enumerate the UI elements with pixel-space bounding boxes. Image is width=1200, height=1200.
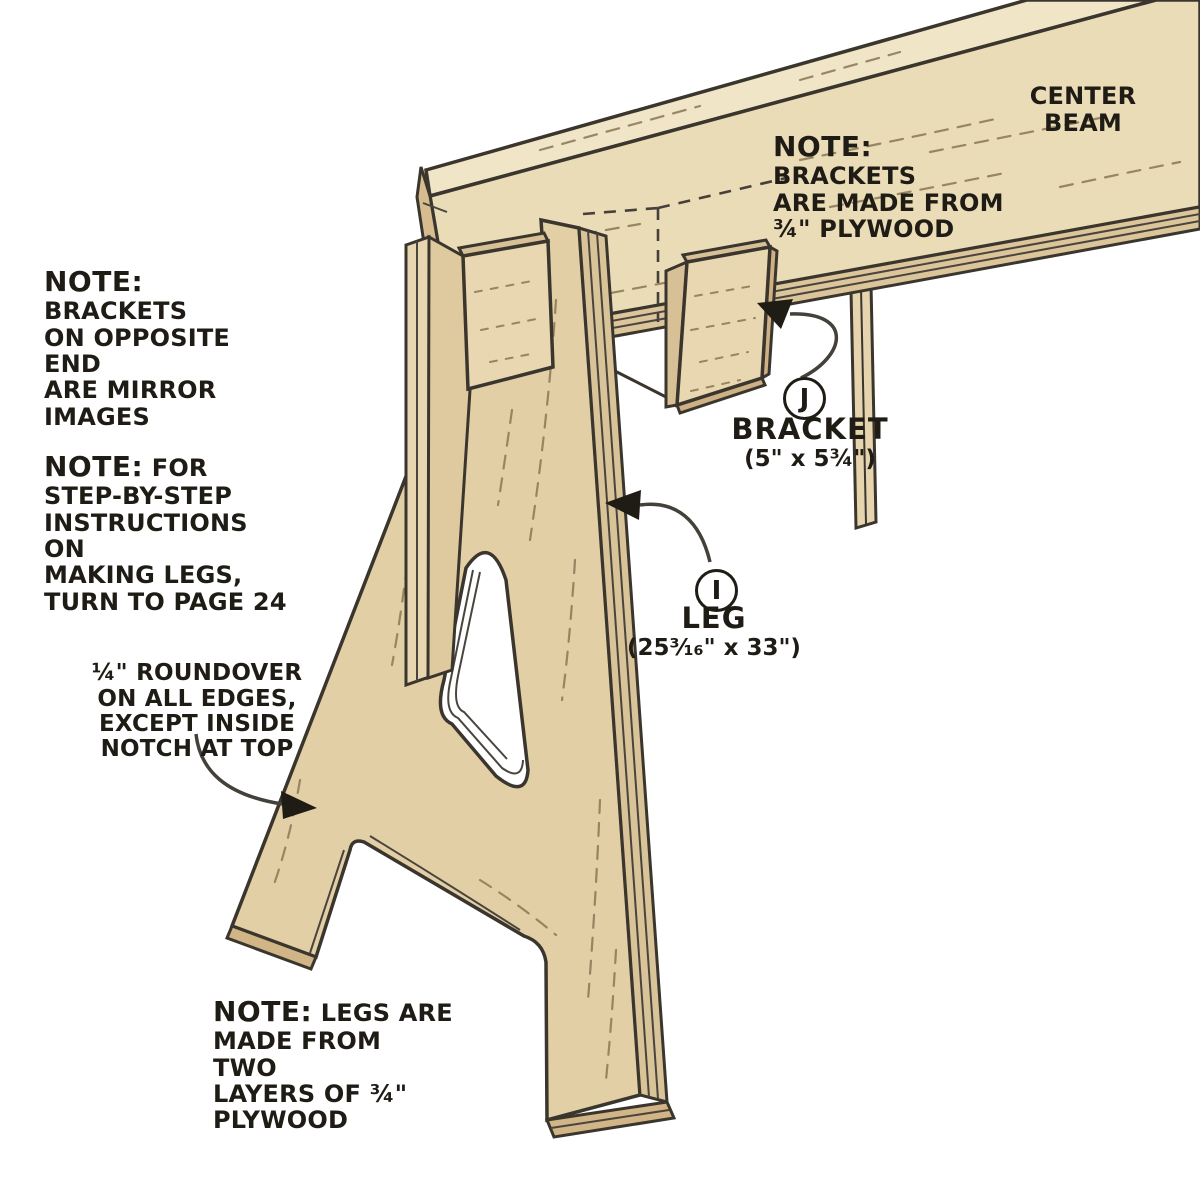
note-roundover: ¼" ROUNDOVER ON ALL EDGES, EXCEPT INSIDE… [78, 636, 316, 762]
note-body: FOR STEP-BY-STEP INSTRUCTIONS ON MAKING … [44, 454, 287, 616]
left-bracket-part [404, 231, 555, 688]
bracket-arrowhead [757, 299, 793, 329]
leg-name: LEG [681, 601, 747, 635]
roundover-arrow-curve [194, 733, 283, 806]
rear-bracket-edge-line [860, 287, 867, 525]
leg-label: LEG (25³⁄₁₆" x 33") [614, 603, 814, 661]
callout-arrows [194, 299, 838, 819]
note-body: ¼" ROUNDOVER ON ALL EDGES, EXCEPT INSIDE… [91, 660, 303, 763]
leg-arrow-curve [639, 502, 712, 563]
left-bracket-grain [474, 280, 542, 363]
bracket-size: (5" x 5¾") [744, 446, 876, 473]
right-bracket-front-face [675, 244, 772, 408]
leg-edge-strip-plies [587, 230, 659, 1100]
callout-letter-i: I [695, 569, 738, 612]
left-bracket-side-face [426, 234, 472, 681]
callout-j-text: J [799, 383, 810, 414]
under-beam-structure [608, 281, 878, 531]
note-prefix: NOTE: [44, 265, 144, 299]
note-body: BRACKETS ARE MADE FROM ¾" PLYWOOD [773, 162, 1004, 243]
roundover-arrowhead [281, 791, 317, 819]
beam-end-ply-line [422, 202, 448, 213]
beam-underside-back-edge [608, 366, 667, 399]
center-beam-label: CENTER BEAM [1008, 57, 1158, 136]
center-beam-label-text: CENTER BEAM [1029, 82, 1137, 137]
note-body: LEGS ARE MADE FROM TWO LAYERS OF ¾" PLYW… [213, 999, 453, 1135]
note-prefix: NOTE: [44, 450, 144, 484]
bracket-label: BRACKET (5" x 5¾") [710, 414, 910, 472]
right-bracket-part [664, 238, 779, 415]
note-legs-layers: NOTE: LEGS ARE MADE FROM TWO LAYERS OF ¾… [213, 971, 453, 1134]
center-beam-part [415, 0, 1200, 371]
callout-letter-j: J [783, 377, 826, 420]
leg-size: (25³⁄₁₆" x 33") [627, 635, 801, 662]
bracket-arrow-curve [789, 312, 838, 380]
left-foot-bottom [225, 924, 318, 971]
leg-arrowhead [605, 490, 641, 520]
right-bracket-grain [690, 285, 756, 392]
hidden-notch-dashes [582, 176, 787, 322]
beam-grain [468, 50, 1182, 312]
note-prefix: NOTE: [213, 995, 313, 1029]
note-step-instructions: NOTE: FOR STEP-BY-STEP INSTRUCTIONS ON M… [44, 426, 294, 615]
bracket-name: BRACKET [731, 412, 889, 446]
leg-grain [270, 298, 618, 1082]
left-bracket-front-face [461, 238, 555, 392]
note-prefix: NOTE: [773, 130, 873, 164]
cutout-roundover-lines [447, 569, 524, 775]
note-brackets-plywood: NOTE: BRACKETS ARE MADE FROM ¾" PLYWOOD [773, 106, 1023, 242]
arch-roundover-lines [309, 835, 521, 954]
note-mirror-images: NOTE: BRACKETS ON OPPOSITE END ARE MIRRO… [44, 241, 284, 430]
note-body: BRACKETS ON OPPOSITE END ARE MIRROR IMAG… [44, 297, 231, 431]
right-foot-bottom-line [550, 1109, 670, 1129]
callout-i-text: I [711, 575, 722, 606]
